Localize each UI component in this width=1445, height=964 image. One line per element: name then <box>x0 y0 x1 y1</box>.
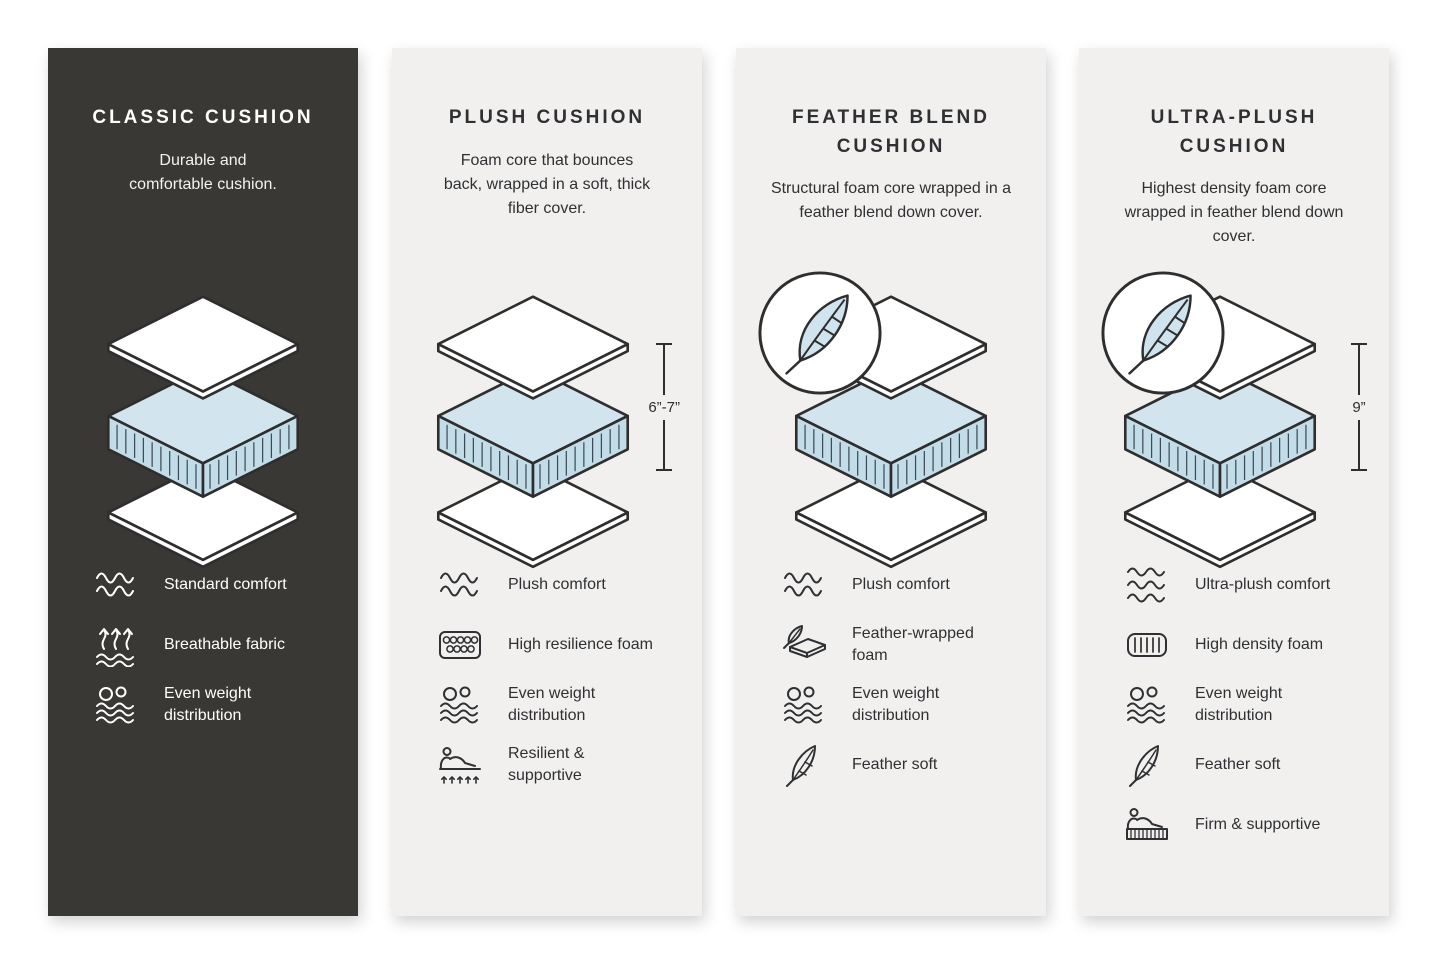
high-resilience-foam-icon <box>436 623 484 667</box>
cushion-layers-illustration <box>89 293 317 574</box>
feature-label: High density foam <box>1195 636 1324 654</box>
measurement-line <box>1358 345 1360 395</box>
feature-list: Plush comfort High resilience foam Even … <box>436 563 692 803</box>
cushion-layers-illustration <box>419 293 647 574</box>
even-weight-icon <box>780 683 828 727</box>
panel-description: Highest density foam core wrapped in fea… <box>1124 180 1344 245</box>
feature-label: Ultra-plush comfort <box>1195 576 1331 594</box>
feature-list: Ultra-plush comfort High density foam Ev… <box>1123 563 1379 863</box>
feather-soft-icon <box>1123 743 1171 787</box>
feature-row: Feather soft <box>780 743 1036 787</box>
feature-label: Even weight distribution <box>1195 685 1283 724</box>
panel-title: PLUSH CUSHION <box>448 107 646 128</box>
panel-header: PLUSH CUSHION Foam core that bounces bac… <box>392 48 702 221</box>
ultra-comfort-wave-icon <box>1123 563 1171 607</box>
panel-header: CLASSIC CUSHION Durable and comfortable … <box>48 48 358 197</box>
feature-row: Feather soft <box>1123 743 1379 787</box>
feature-list: Plush comfort Feather-wrapped foam Even … <box>780 563 1036 803</box>
feature-row: Standard comfort <box>92 563 348 607</box>
firm-supportive-icon <box>1123 803 1171 847</box>
measurement-label: 6”-7” <box>648 398 680 416</box>
measurement-cap <box>656 343 673 345</box>
measurement-cap <box>656 469 673 471</box>
panel-feather-blend-cushion: FEATHER BLEND CUSHION Structural foam co… <box>736 48 1046 916</box>
feature-row: Even weight distribution <box>92 683 348 727</box>
feature-row: Even weight distribution <box>436 683 692 727</box>
measurement-line <box>663 419 666 469</box>
feather-badge-icon <box>1099 269 1227 397</box>
cushion-illustration-area <box>736 293 1046 593</box>
feather-soft-icon <box>780 743 828 787</box>
feature-label: Firm & supportive <box>1195 816 1321 834</box>
cushion-illustration-area: 9” <box>1079 293 1389 593</box>
even-weight-icon <box>436 683 484 727</box>
feature-label: Breathable fabric <box>164 636 285 654</box>
measurement-line <box>1358 419 1360 469</box>
panel-description: Foam core that bounces back, wrapped in … <box>443 151 651 217</box>
cushion-illustration-area <box>48 293 358 593</box>
height-measurement: 6”-7” <box>648 343 680 471</box>
panel-title: FEATHER BLEND CUSHION <box>791 107 991 157</box>
feather-wrapped-foam-icon <box>780 623 828 667</box>
feature-label: Standard comfort <box>164 576 287 594</box>
feature-label: Feather soft <box>1195 756 1281 774</box>
comfort-wave-icon <box>436 563 484 607</box>
feature-row: Feather-wrapped foam <box>780 623 1036 667</box>
feature-label: Resilient & supportive <box>508 745 585 784</box>
feature-label: Plush comfort <box>508 576 606 594</box>
feature-label: Feather soft <box>852 756 938 774</box>
panel-description: Durable and comfortable cushion. <box>129 151 277 193</box>
feature-row: Ultra-plush comfort <box>1123 563 1379 607</box>
panel-header: ULTRA-PLUSH CUSHION Highest density foam… <box>1079 48 1389 249</box>
measurement-line <box>663 345 666 395</box>
feature-label: Plush comfort <box>852 576 950 594</box>
feature-list: Standard comfort Breathable fabric Even … <box>92 563 348 743</box>
feature-label: Even weight distribution <box>164 685 252 724</box>
feature-row: High density foam <box>1123 623 1379 667</box>
measurement-cap <box>1351 343 1367 345</box>
comfort-wave-icon <box>780 563 828 607</box>
panel-ultra-plush-cushion: ULTRA-PLUSH CUSHION Highest density foam… <box>1079 48 1389 916</box>
feature-row: Firm & supportive <box>1123 803 1379 847</box>
measurement-cap <box>1351 469 1367 471</box>
feature-row: High resilience foam <box>436 623 692 667</box>
feature-label: Even weight distribution <box>852 685 940 724</box>
panel-classic-cushion: CLASSIC CUSHION Durable and comfortable … <box>48 48 358 916</box>
feature-row: Even weight distribution <box>780 683 1036 727</box>
feature-label: High resilience foam <box>508 636 653 654</box>
feature-row: Plush comfort <box>436 563 692 607</box>
panel-title: ULTRA-PLUSH CUSHION <box>1150 107 1318 157</box>
comfort-wave-icon <box>92 563 140 607</box>
measurement-label: 9” <box>1352 398 1366 416</box>
resilient-supportive-icon <box>436 743 484 787</box>
panel-plush-cushion: PLUSH CUSHION Foam core that bounces bac… <box>392 48 702 916</box>
feature-label: Even weight distribution <box>508 685 596 724</box>
feature-row: Plush comfort <box>780 563 1036 607</box>
feature-row: Even weight distribution <box>1123 683 1379 727</box>
panel-title: CLASSIC CUSHION <box>92 107 314 128</box>
panel-header: FEATHER BLEND CUSHION Structural foam co… <box>736 48 1046 225</box>
feature-label: Feather-wrapped foam <box>852 625 974 664</box>
feature-row: Breathable fabric <box>92 623 348 667</box>
feature-row: Resilient & supportive <box>436 743 692 787</box>
breathable-fabric-icon <box>92 623 140 667</box>
cushion-illustration-area: 6”-7” <box>392 293 702 593</box>
feather-badge-icon <box>756 269 884 397</box>
height-measurement: 9” <box>1351 343 1367 471</box>
even-weight-icon <box>92 683 140 727</box>
even-weight-icon <box>1123 683 1171 727</box>
high-density-foam-icon <box>1123 623 1171 667</box>
panel-description: Structural foam core wrapped in a feathe… <box>770 180 1012 221</box>
